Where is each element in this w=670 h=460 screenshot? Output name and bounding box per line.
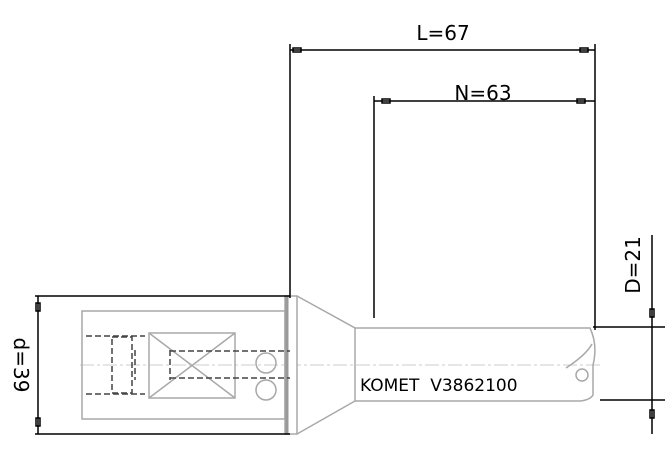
hidden-lines xyxy=(86,335,290,395)
dim-text-n: N=63 xyxy=(454,81,511,105)
screw-hole-icon xyxy=(255,352,277,374)
insert-screw-icon xyxy=(575,368,589,382)
taper xyxy=(296,295,356,435)
screw-hole-icon xyxy=(255,379,277,401)
dim-text-d-shank: d=39 xyxy=(9,338,33,393)
dim-text-l: L=67 xyxy=(416,21,469,45)
tool-marking: KOMET V3862100 xyxy=(360,376,518,396)
neck xyxy=(355,327,596,402)
tool-body xyxy=(81,295,596,435)
dim-text-d-cut: D=21 xyxy=(621,236,645,294)
dimension-lines xyxy=(35,44,665,435)
